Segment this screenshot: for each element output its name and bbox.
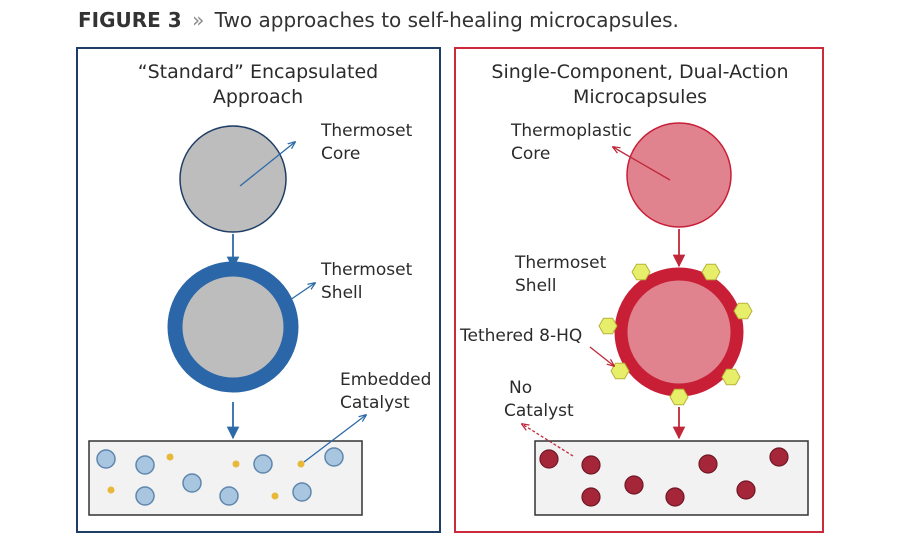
left-particle xyxy=(219,486,239,506)
hexagon-marker xyxy=(598,317,618,335)
left-particle xyxy=(324,447,344,467)
right-particle xyxy=(539,449,559,469)
no-catalyst-label-line2: Catalyst xyxy=(504,401,574,421)
right-particle xyxy=(624,475,644,495)
left-title-line2: Approach xyxy=(213,86,303,108)
right-core-label-line1: Thermoplastic xyxy=(510,121,632,141)
right-panel: Single-Component, Dual-Action Microcapsu… xyxy=(454,47,824,533)
tethered-8hq-label: Tethered 8-HQ xyxy=(459,326,582,346)
catalyst-dot xyxy=(107,486,115,494)
right-particle xyxy=(581,455,601,475)
no-catalyst-label-line1: No xyxy=(509,378,532,398)
left-particle xyxy=(253,454,273,474)
left-particle xyxy=(135,486,155,506)
right-particle xyxy=(698,454,718,474)
right-thermoset-shell xyxy=(614,267,744,397)
caption-text: Two approaches to self-healing microcaps… xyxy=(214,8,679,32)
catalyst-dot xyxy=(297,460,305,468)
right-title-line2: Microcapsules xyxy=(573,86,707,108)
left-catalyst-label-line1: Embedded xyxy=(340,370,431,390)
hexagon-marker xyxy=(631,263,651,281)
left-catalyst-dots xyxy=(107,453,305,500)
caption-separator: » xyxy=(192,8,205,32)
left-panel: “Standard” Encapsulated Approach Thermos… xyxy=(76,47,441,533)
left-particle xyxy=(182,473,202,493)
left-microcapsule-particles xyxy=(96,447,344,506)
right-thermoplastic-core xyxy=(626,122,732,228)
left-particle xyxy=(292,482,312,502)
left-core-label-line1: Thermoset xyxy=(320,121,413,141)
left-catalyst-label-line2: Catalyst xyxy=(340,393,410,413)
right-microcapsule-particles xyxy=(539,447,789,507)
figure-label: FIGURE 3 xyxy=(78,8,182,32)
left-particle xyxy=(96,449,116,469)
right-core-label-line2: Core xyxy=(511,144,550,164)
left-shell-label-line1: Thermoset xyxy=(320,260,413,280)
left-core-label-line2: Core xyxy=(321,144,360,164)
right-particle xyxy=(769,447,789,467)
left-core-pointer xyxy=(239,142,295,187)
right-shell-label-line2: Shell xyxy=(515,276,556,296)
hexagon-marker xyxy=(669,388,689,406)
right-shell-label-line1: Thermoset xyxy=(514,253,607,273)
catalyst-dot xyxy=(271,492,279,500)
left-thermoset-shell xyxy=(167,261,299,393)
hexagon-marker xyxy=(733,302,753,320)
catalyst-dot xyxy=(166,453,174,461)
right-particle xyxy=(665,487,685,507)
left-title-line1: “Standard” Encapsulated xyxy=(138,61,378,83)
figure-caption: FIGURE 3 » Two approaches to self-healin… xyxy=(78,8,679,38)
right-particle xyxy=(736,480,756,500)
left-thermoset-core xyxy=(179,125,287,233)
hexagon-marker xyxy=(701,263,721,281)
left-shell-pointer xyxy=(289,283,315,301)
left-catalyst-pointer xyxy=(303,415,366,463)
right-core-pointer xyxy=(613,147,671,181)
no-catalyst-pointer xyxy=(522,424,574,457)
tethered-8hq-pointer xyxy=(589,346,614,366)
right-title-line1: Single-Component, Dual-Action xyxy=(491,61,788,83)
hexagon-marker xyxy=(721,368,741,386)
catalyst-dot xyxy=(232,460,240,468)
left-shell-label-line2: Shell xyxy=(321,283,362,303)
right-particle xyxy=(581,487,601,507)
left-particle xyxy=(135,455,155,475)
